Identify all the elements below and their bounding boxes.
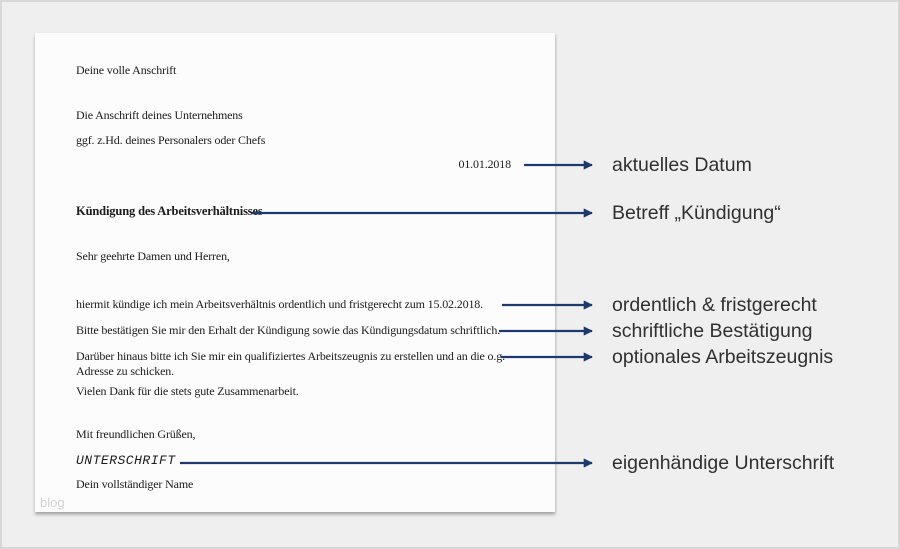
body-line-2: Bitte bestätigen Sie mir den Erhalt der …: [76, 323, 501, 337]
subject-line: Kündigung des Arbeitsverhältnisses: [76, 204, 263, 218]
closing-line: Mit freundlichen Grüßen,: [76, 427, 196, 441]
salutation-line: Sehr geehrte Damen und Herren,: [76, 249, 230, 263]
annotation-notice-period: ordentlich & fristgerecht: [612, 294, 817, 316]
attn-line: ggf. z.Hd. deines Personalers oder Chefs: [76, 133, 266, 147]
annotation-reference-letter: optionales Arbeitszeugnis: [612, 346, 834, 368]
letter-document: Deine volle Anschrift Die Anschrift dein…: [35, 33, 555, 512]
body-line-3a: Darüber hinaus bitte ich Sie mir ein qua…: [76, 349, 505, 363]
company-address-line: Die Anschrift deines Unternehmens: [76, 108, 243, 122]
body-line-3b: Adresse zu schicken.: [76, 364, 174, 378]
body-line-1: hiermit kündige ich mein Arbeitsverhältn…: [76, 297, 484, 311]
blog-watermark: blog: [40, 495, 65, 510]
annotation-confirmation: schriftliche Bestätigung: [612, 320, 813, 342]
annotation-signature: eigenhändige Unterschrift: [612, 452, 835, 474]
sender-address-line: Deine volle Anschrift: [76, 63, 177, 77]
annotation-subject: Betreff „Kündigung“: [612, 202, 781, 224]
signature-placeholder-line: UNTERSCHRIFT: [76, 453, 176, 468]
thanks-line: Vielen Dank für die stets gute Zusammena…: [76, 384, 299, 398]
annotation-current-date: aktuelles Datum: [612, 154, 752, 176]
full-name-line: Dein vollständiger Name: [76, 477, 194, 491]
date-line: 01.01.2018: [458, 157, 511, 171]
